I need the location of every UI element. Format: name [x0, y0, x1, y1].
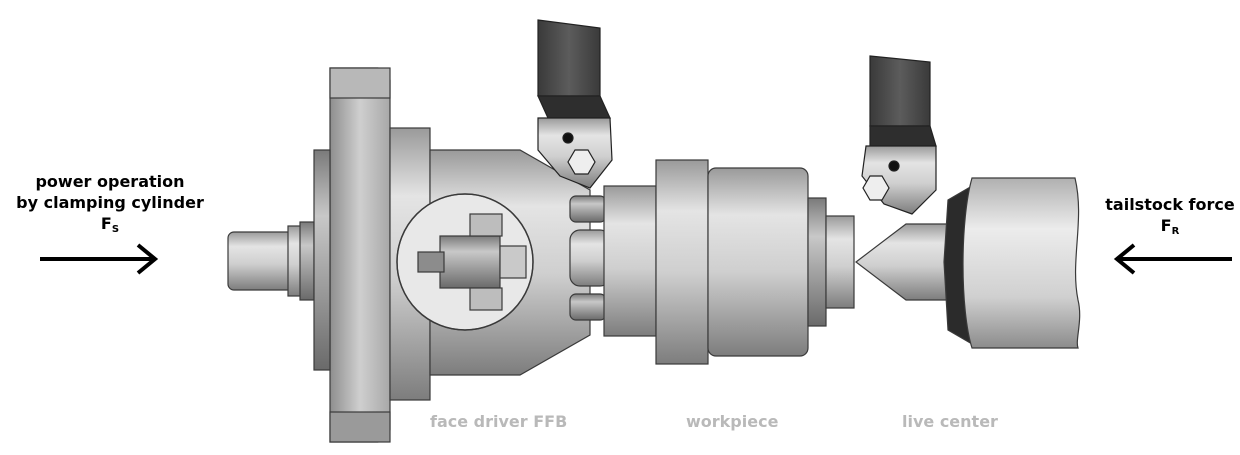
caption-workpiece: workpiece — [686, 412, 779, 431]
drive-shaft — [227, 221, 315, 301]
tailstock-force-line1: tailstock force — [1105, 195, 1235, 214]
clamping-cylinder-line2: by clamping cylinder — [16, 193, 204, 212]
face-driver-body — [396, 149, 611, 376]
caption-live-center: live center — [902, 412, 998, 431]
caption-face-driver: face driver FFB — [430, 412, 568, 431]
force-fr-label: FR — [1160, 216, 1180, 237]
cutting-tool-left — [537, 19, 613, 189]
clamping-cylinder-label: power operation by clamping cylinder FS — [0, 171, 220, 240]
clamping-cylinder-line1: power operation — [35, 172, 185, 191]
arrow-right-icon — [40, 243, 159, 275]
arrow-left-icon — [1113, 243, 1232, 275]
tailstock-force-label: tailstock force FR — [1100, 194, 1240, 242]
workpiece — [603, 159, 855, 365]
live-center — [855, 177, 1081, 349]
force-fs-label: FS — [100, 214, 120, 235]
cutting-tool-right — [861, 55, 937, 215]
